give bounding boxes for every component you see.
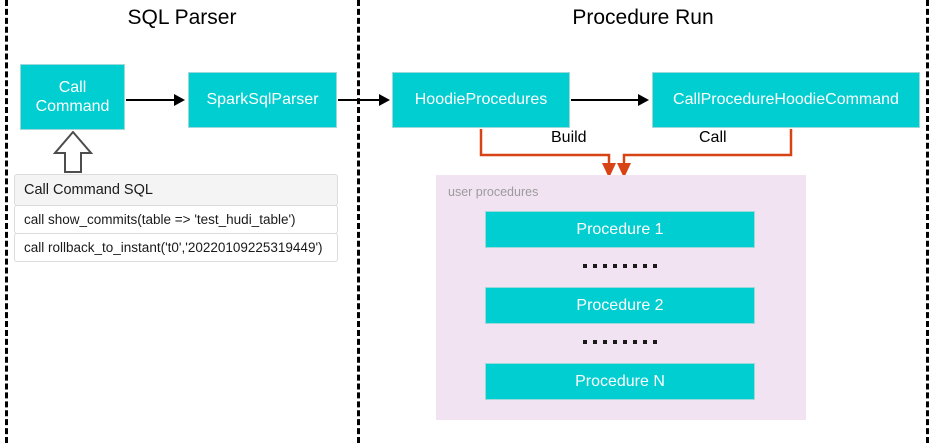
- sql-table-row: call rollback_to_instant('t0','202201092…: [14, 233, 338, 262]
- flow-arrow-call-command-to-parser-line: [126, 99, 175, 101]
- section-divider-right: [926, 0, 929, 443]
- section-title-sql-parser: SQL Parser: [127, 6, 237, 29]
- procedure-box: Procedure N: [485, 363, 755, 400]
- section-title-procedure-run: Procedure Run: [572, 6, 714, 29]
- flow-arrow-call-command-to-parser-head-icon: [174, 94, 185, 106]
- section-divider-middle: [357, 0, 360, 443]
- node-spark-sql-parser: SparkSqlParser: [188, 72, 337, 128]
- node-hoodie-procedures: HoodieProcedures: [392, 72, 570, 128]
- procedure-box: Procedure 2: [485, 287, 755, 324]
- sql-table-header: Call Command SQL: [14, 174, 338, 206]
- sql-table-row: call show_commits(table => 'test_hudi_ta…: [14, 205, 338, 234]
- flow-arrow-hoodie-to-command-line: [571, 99, 639, 101]
- block-arrow-up-icon: [53, 131, 93, 173]
- node-call-procedure-hoodie-command: CallProcedureHoodieCommand: [652, 72, 920, 128]
- flow-arrow-hoodie-to-command-head-icon: [638, 94, 649, 106]
- section-divider-left: [5, 0, 8, 443]
- edge-label-call: Call: [694, 129, 732, 147]
- procedure-box: Procedure 1: [485, 211, 755, 248]
- flow-arrow-parser-to-hoodie-line: [338, 99, 380, 101]
- user-procedures-panel: user procedures Procedure 1 Procedure 2 …: [436, 175, 806, 420]
- call-command-sql-table: Call Command SQL call show_commits(table…: [14, 174, 338, 262]
- node-call-command: Call Command: [20, 64, 125, 130]
- user-procedures-label: user procedures: [448, 185, 539, 199]
- edge-label-build: Build: [546, 129, 592, 147]
- flow-arrow-parser-to-hoodie-head-icon: [379, 94, 390, 106]
- ellipsis-dots: [485, 334, 755, 350]
- ellipsis-dots: [485, 258, 755, 274]
